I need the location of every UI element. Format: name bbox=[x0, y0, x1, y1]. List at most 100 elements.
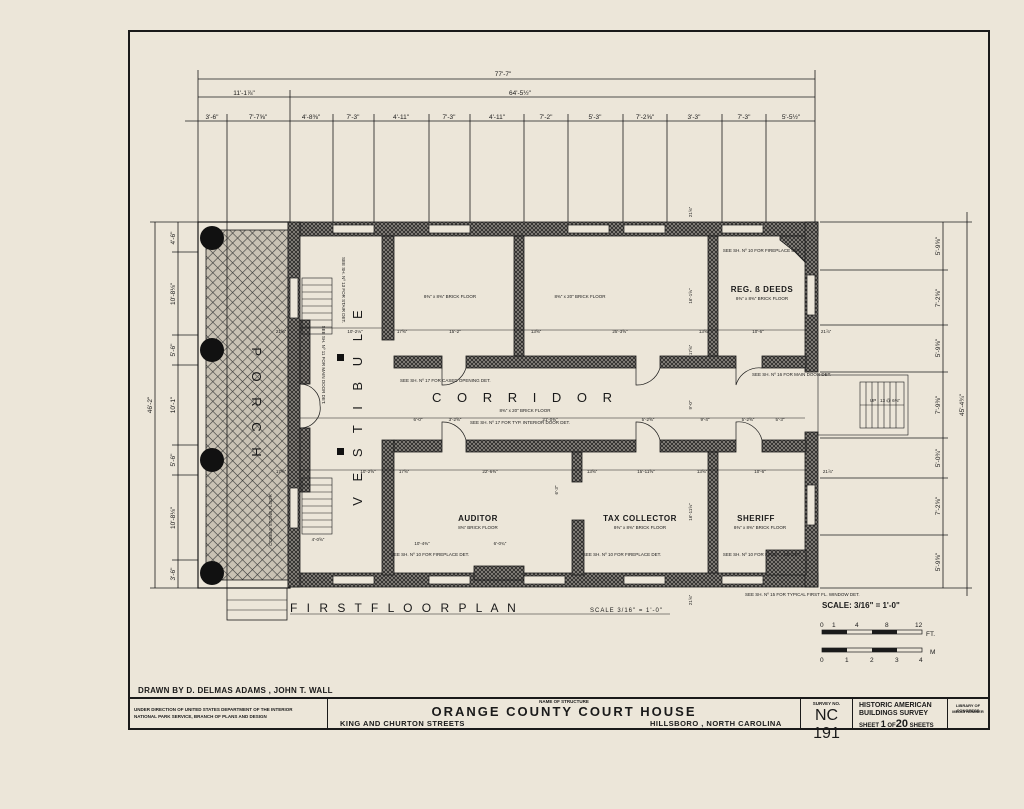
overall-width-dim: 77'-7" bbox=[495, 71, 512, 78]
right-dim: 7'-9⅜" bbox=[935, 395, 942, 414]
graphic-scale: SCALE: 3/16" = 1'-0" 0 1 4 8 12 FT. 0 1 … bbox=[820, 601, 935, 664]
right-dim: 7'-2⅝" bbox=[935, 288, 942, 307]
sheet-total: 20 bbox=[895, 718, 908, 730]
interior-dim: 10'-2⅛" bbox=[347, 329, 363, 334]
agency-cell: UNDER DIRECTION OF UNITED STATES DEPARTM… bbox=[130, 699, 328, 729]
interior-dim: 21⅝" bbox=[688, 594, 693, 605]
room-labels: 8⅜" x 8⅜" BRICK FLOOR 8⅜" x 20" BRICK FL… bbox=[321, 248, 860, 597]
sheets-label: SHEETS bbox=[909, 723, 934, 729]
structure-name: ORANGE COUNTY COURT HOUSE bbox=[431, 704, 697, 719]
scale-tick: 1 bbox=[845, 657, 849, 664]
interior-dim: 13⅝" bbox=[699, 329, 710, 334]
sheriff-note: SEE SH. Nº 10 FOR FIREPLACE DET. bbox=[723, 552, 801, 557]
top-dimension-lines bbox=[185, 70, 816, 222]
scale-tick: 0 bbox=[820, 657, 824, 664]
scale-unit-ft: FT. bbox=[926, 631, 935, 638]
bay-dim: 7'-7⅝" bbox=[249, 114, 268, 121]
windows bbox=[289, 224, 816, 585]
auditor-note: SEE SH. Nº 10 FOR FIREPLACE DET. bbox=[391, 552, 469, 557]
rear-stair-up: UP bbox=[870, 398, 876, 403]
right-bay-dims: 5'-9⅝" 7'-2⅝" 5'-9⅝" 7'-9⅜" 5'-0¾" 7'-2⅝… bbox=[935, 236, 942, 571]
left-dimension-lines bbox=[150, 221, 198, 589]
interior-dim: 6'-0¾" bbox=[494, 541, 507, 546]
right-dimension-lines bbox=[820, 212, 972, 596]
sheet-number: 1 bbox=[880, 719, 886, 729]
bay-dim: 4'-11" bbox=[489, 114, 506, 121]
reg-deeds-floor: 8⅜" x 8⅜" BRICK FLOOR bbox=[736, 296, 789, 301]
cased-opening-note: SEE SH. Nº 17 FOR CASED OPENING DET. bbox=[400, 378, 491, 383]
right-dim: 5'-9⅝" bbox=[935, 236, 942, 255]
structure-cell: NAME OF STRUCTURE ORANGE COUNTY COURT HO… bbox=[328, 699, 801, 729]
interior-dim: 21⅝" bbox=[688, 206, 693, 217]
interior-dim: 25'-3⅝" bbox=[612, 329, 628, 334]
post-marker bbox=[337, 354, 344, 361]
bay-dim: 4'-11" bbox=[393, 114, 410, 121]
left-dim: 3'-6" bbox=[170, 567, 177, 581]
auditor-floor: 8⅜" BRICK FLOOR bbox=[458, 525, 498, 530]
scale-tick: 0 bbox=[820, 622, 824, 629]
interior-dim: 13⅝" bbox=[531, 329, 542, 334]
porch-column bbox=[200, 226, 224, 250]
interior-dim: 17⅝" bbox=[688, 344, 693, 355]
tax-collector-note: SEE SH. Nº 10 FOR FIREPLACE DET. bbox=[583, 552, 661, 557]
survey-caption: SURVEY NO. bbox=[812, 701, 841, 706]
interior-dim: 9'-0" bbox=[688, 400, 693, 409]
left-dim: 10'-8⅛" bbox=[170, 506, 177, 529]
scale-tick: 3 bbox=[895, 657, 899, 664]
interior-dim: 17⅝" bbox=[399, 469, 410, 474]
bay-dim: 5'-3" bbox=[589, 114, 603, 121]
left-total-dim: 46'-2" bbox=[147, 396, 154, 413]
porch-width-dim: 11'-1⅞" bbox=[233, 90, 255, 97]
survey-cell: SURVEY NO. NC 191 bbox=[801, 699, 853, 742]
interior-dim: 17⅝" bbox=[276, 469, 287, 474]
reg-deeds-label: REG. ß DEEDS bbox=[731, 285, 794, 294]
bay-dim: 4'-8⅜" bbox=[302, 114, 321, 121]
scale-tick: 4 bbox=[855, 622, 859, 629]
left-dim: 5'-6" bbox=[170, 453, 177, 467]
right-total-dim: 45'-4¾" bbox=[959, 393, 966, 416]
title-block: UNDER DIRECTION OF UNITED STATES DEPARTM… bbox=[130, 697, 988, 742]
scale-tick: 2 bbox=[870, 657, 874, 664]
sheet-label: SHEET bbox=[859, 723, 880, 729]
sheet-of: OF bbox=[887, 723, 896, 729]
stair-note: SEE SH. Nº 13 FOR STAIR DET. bbox=[341, 257, 346, 323]
post-marker bbox=[337, 448, 344, 455]
interior-dim: 5'-2⅝" bbox=[642, 417, 655, 422]
right-dim: 5'-0¾" bbox=[935, 448, 942, 467]
interior-dim: 10'-4⅜" bbox=[414, 541, 430, 546]
bay-dim: 7'-2⅝" bbox=[636, 114, 655, 121]
main-door-note: SEE SH. Nº 11 FOR MAIN DOOR DET. bbox=[321, 326, 326, 405]
sheriff-floor: 8⅜" x 8⅜" BRICK FLOOR bbox=[734, 525, 787, 530]
interior-door-note: SEE SH. Nº 17 FOR TYP. INTERIOR DOOR DET… bbox=[470, 420, 570, 425]
interior-dim: 21⅞" bbox=[821, 329, 832, 334]
scale-tick: 12 bbox=[915, 622, 923, 629]
habs-line-1: HISTORIC AMERICAN bbox=[859, 702, 932, 709]
building-width-dim: 64'-5½" bbox=[509, 89, 532, 97]
bay-dim: 3'-3" bbox=[688, 114, 702, 121]
bay-dim: 7'-2" bbox=[540, 114, 554, 121]
bay-dim: 7'-3" bbox=[347, 114, 361, 121]
left-bay-dims: 4'-6" 10'-8⅛" 5'-6" 10'-1" 5'-6" 10'-8⅛"… bbox=[170, 231, 177, 581]
interior-dim: 15'-11⅝" bbox=[637, 469, 655, 474]
scale-tick: 4 bbox=[919, 657, 923, 664]
interior-dims: 10'-2⅛" 17⅝" 15'-2" 13⅝" 25'-3⅝" 13⅝" 10… bbox=[276, 206, 834, 605]
interior-dim: 4'-0⅝" bbox=[312, 537, 325, 542]
right-dim: 5'-9⅝" bbox=[935, 338, 942, 357]
vestibule-label: V E S T I B U L E bbox=[350, 304, 365, 505]
porch-column bbox=[200, 338, 224, 362]
stairs bbox=[301, 277, 909, 535]
interior-dim: 6'-0" bbox=[414, 417, 423, 422]
corridor-label: C O R R I D O R bbox=[432, 390, 618, 405]
interior-dim: 21'-0⅜" bbox=[542, 417, 558, 422]
tax-collector-floor: 8⅜" x 8⅜" BRICK FLOOR bbox=[614, 525, 667, 530]
plan-scale: SCALE 3/16" = 1'-0" bbox=[590, 608, 663, 614]
interior-dim: 10'-2⅝" bbox=[360, 469, 376, 474]
corridor-floor: 8⅜" x 20" BRICK FLOOR bbox=[500, 408, 552, 413]
porch-floor-label: COBBLE STONE FLOOR bbox=[268, 493, 273, 545]
habs-line-2: BUILDINGS SURVEY bbox=[859, 710, 929, 717]
plan-title: F I R S T F L O O R P L A N bbox=[290, 601, 519, 615]
interior-dim: 10'-6" bbox=[752, 329, 764, 334]
window-note: SEE SH. Nº 15 FOR TYPICAL FIRST FL. WIND… bbox=[745, 592, 860, 597]
scale-tick: 8 bbox=[885, 622, 889, 629]
building-walls bbox=[287, 221, 819, 588]
